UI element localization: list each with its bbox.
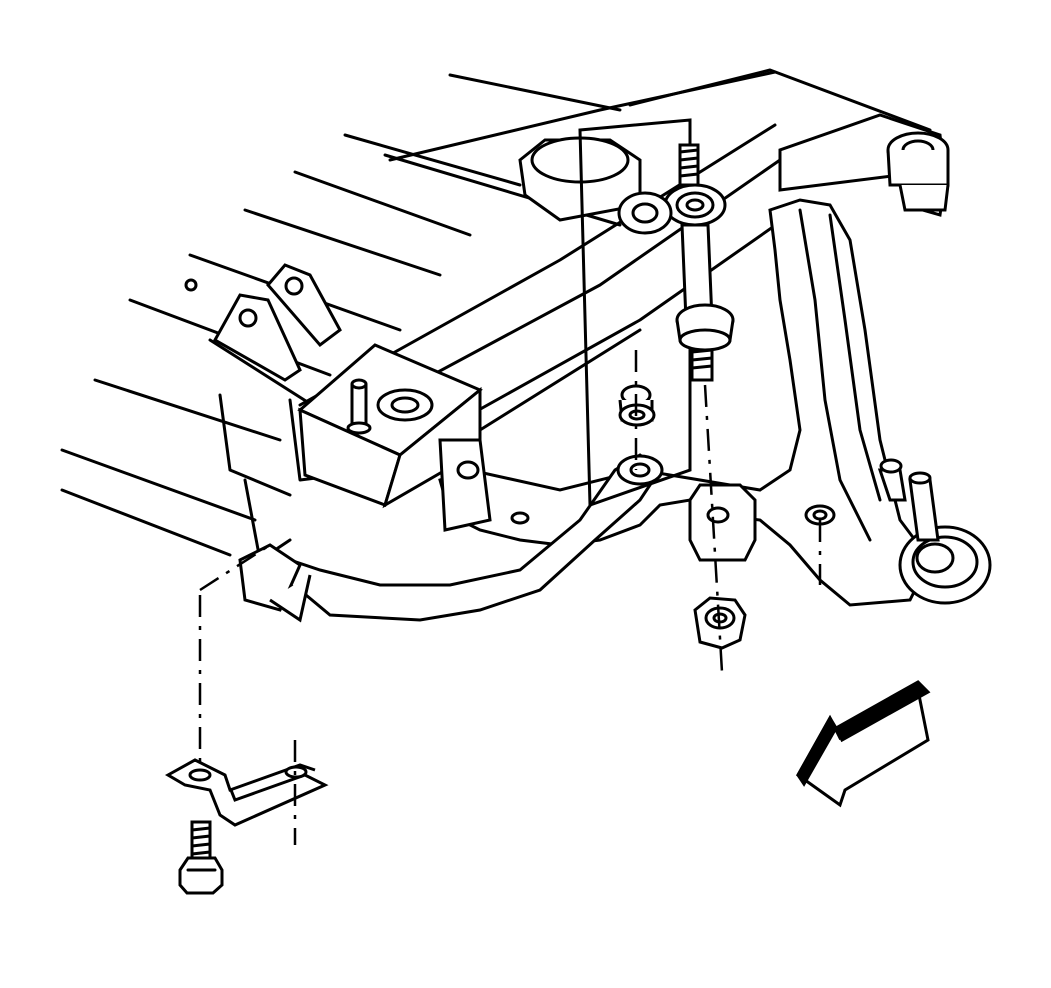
- stabilizer-bracket: [164, 758, 329, 827]
- stabilizer-link-bolt: [617, 143, 727, 382]
- link-bushing-upper: [675, 303, 735, 352]
- steering-knuckle-ball-joint: [804, 458, 992, 605]
- alignment-lines: [198, 350, 822, 845]
- bracket-bolt: [178, 820, 224, 895]
- control-arm: [438, 198, 932, 607]
- link-nut: [688, 483, 757, 650]
- front-direction-arrow-icon: [796, 680, 931, 808]
- link-bushing-lower: [616, 384, 664, 486]
- link-spacer: [578, 118, 692, 508]
- engine-mount: [184, 263, 483, 509]
